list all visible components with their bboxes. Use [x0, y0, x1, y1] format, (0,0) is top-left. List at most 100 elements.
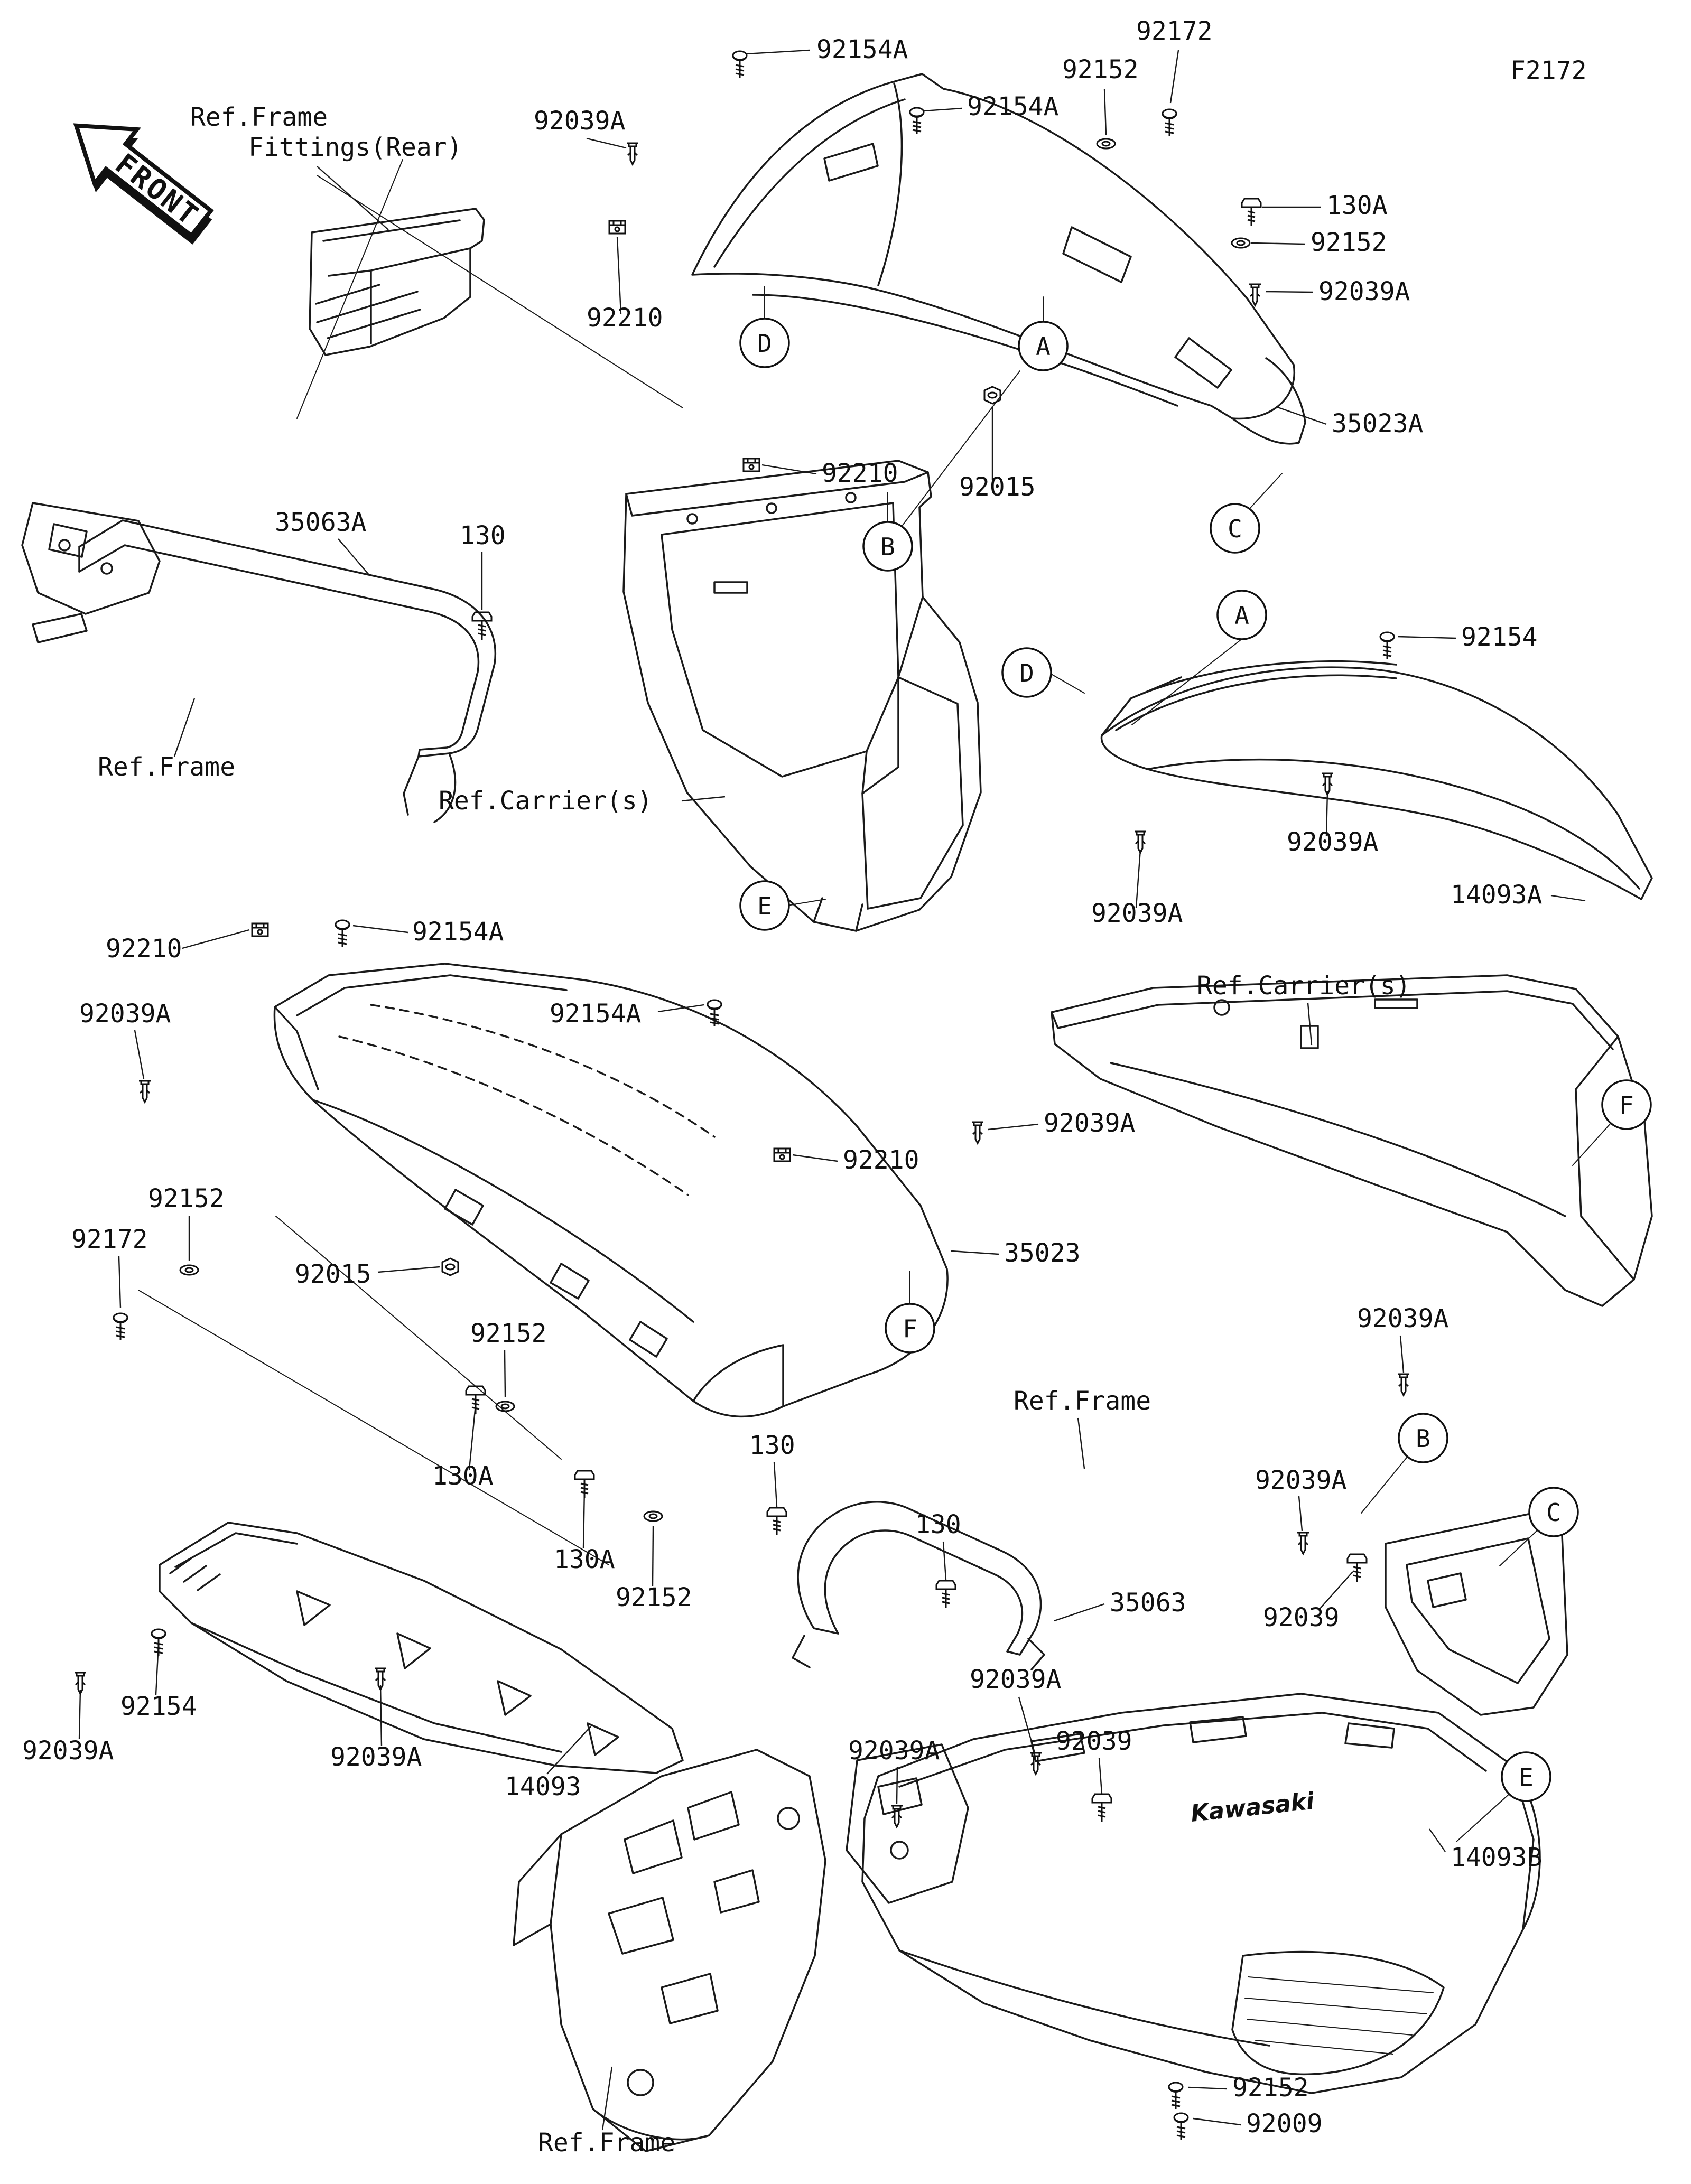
screw-icon [113, 1312, 128, 1341]
nut-icon [441, 1257, 459, 1276]
part-number-label: 92154A [967, 92, 1058, 122]
part-number-label: 35023A [1332, 409, 1423, 438]
leader-line [317, 166, 389, 230]
section-callout-b: B [1398, 1413, 1448, 1463]
bolt-icon [1091, 1793, 1112, 1823]
part-number-label: 92210 [822, 459, 898, 488]
part-number-label: 92210 [587, 303, 663, 333]
part-number-label: 92154A [816, 35, 908, 64]
washer-icon [643, 1510, 663, 1522]
part-number-label: 35063 [1110, 1588, 1186, 1618]
section-callout-a: A [1216, 590, 1267, 640]
part-number-label: 92152 [148, 1184, 225, 1214]
section-callout-d: D [739, 318, 790, 368]
front-arrow-shape [73, 123, 214, 239]
reference-label: Ref.Carrier(s) [1197, 971, 1411, 1001]
part-number-label: 92039A [330, 1742, 422, 1772]
leader-line [377, 1266, 440, 1273]
reference-label: Ref.Frame [1014, 1386, 1151, 1416]
leader-line [1298, 1496, 1303, 1532]
clip-icon [773, 1147, 791, 1162]
part-number-label: 92039A [1091, 899, 1183, 928]
section-callout-c: C [1210, 503, 1260, 554]
svg-text:D: D [1019, 659, 1034, 687]
leader-line [1276, 406, 1327, 425]
leader-line [586, 137, 627, 149]
screw-icon [909, 107, 925, 135]
part-number-label: 92039 [1056, 1726, 1132, 1756]
page-code: F2172 [1510, 56, 1587, 86]
leader-line [1169, 50, 1179, 104]
section-callout-c: C [1528, 1487, 1579, 1537]
section-callout-e: E [739, 880, 790, 931]
leader-line [1054, 1603, 1105, 1622]
frame-fitting-bracket-art [309, 208, 485, 356]
leader-line [951, 1250, 999, 1255]
part-number-label: 92152 [470, 1319, 547, 1348]
rivet-icon [1397, 1373, 1410, 1396]
reference-label: Ref.Frame [190, 102, 328, 132]
rivet-icon [1029, 1752, 1043, 1775]
leader-line [546, 1726, 591, 1775]
leader-line [681, 796, 726, 802]
rivet-icon [138, 1080, 152, 1103]
part-number-label: 92172 [71, 1225, 148, 1254]
rivet-icon [626, 142, 639, 165]
leader-line [1103, 88, 1107, 135]
leader-line [616, 236, 622, 315]
carrier-panel-art [622, 460, 982, 932]
leader-line [1429, 1828, 1446, 1852]
bolt-icon [1346, 1553, 1368, 1583]
rivet-icon [971, 1121, 984, 1144]
section-callout-b: B [862, 521, 913, 572]
part-number-label: 130 [915, 1510, 961, 1539]
part-number-label: 92172 [1136, 16, 1213, 46]
section-callout-a: A [1018, 321, 1069, 371]
part-number-label: 92039 [1263, 1603, 1340, 1632]
part-number-label: 35023 [1004, 1238, 1081, 1268]
part-number-label: 92210 [843, 1145, 919, 1175]
leader-line [182, 929, 250, 949]
clip-icon [251, 922, 269, 937]
part-number-label: 130 [460, 521, 506, 550]
reference-label: Fittings(Rear) [248, 133, 462, 162]
front-fender-left-art [273, 963, 949, 1418]
brand-logo-text: Kawasaki [1190, 1788, 1316, 1827]
part-number-label: 35063A [275, 508, 366, 537]
screw-icon [1379, 631, 1395, 660]
section-callout-f: F [885, 1303, 935, 1354]
rivet-icon [890, 1805, 904, 1828]
part-number-label: 92152 [1311, 228, 1387, 257]
bolt-icon [1241, 198, 1262, 227]
part-number-label: 92039A [22, 1736, 114, 1766]
screw-icon [1173, 2112, 1189, 2141]
leader-line [601, 2066, 613, 2131]
part-number-label: 92152 [616, 1583, 692, 1612]
leader-line [792, 1154, 838, 1162]
washer-icon [179, 1264, 199, 1276]
part-number-label: 130 [749, 1431, 795, 1460]
svg-text:F: F [903, 1314, 917, 1343]
svg-text:C: C [1546, 1498, 1561, 1527]
part-number-label: 92039A [79, 999, 171, 1029]
part-number-label: 14093A [1451, 880, 1542, 910]
rivet-icon [1248, 283, 1262, 306]
leader-line [118, 1256, 122, 1309]
leader-line [582, 1488, 586, 1548]
part-number-label: 92152 [1062, 55, 1139, 85]
part-number-label: 92039A [534, 106, 625, 136]
section-callout-f: F [1601, 1079, 1652, 1130]
construction-lines [138, 159, 1612, 1842]
part-number-label: 14093 [505, 1772, 581, 1802]
leader-line [1135, 849, 1141, 908]
screw-icon [335, 919, 350, 948]
svg-text:E: E [757, 892, 772, 920]
part-number-label: 92154 [1461, 622, 1538, 652]
leader-line [352, 925, 408, 934]
leader-line [468, 1404, 477, 1470]
part-number-label: 92154 [120, 1692, 197, 1721]
